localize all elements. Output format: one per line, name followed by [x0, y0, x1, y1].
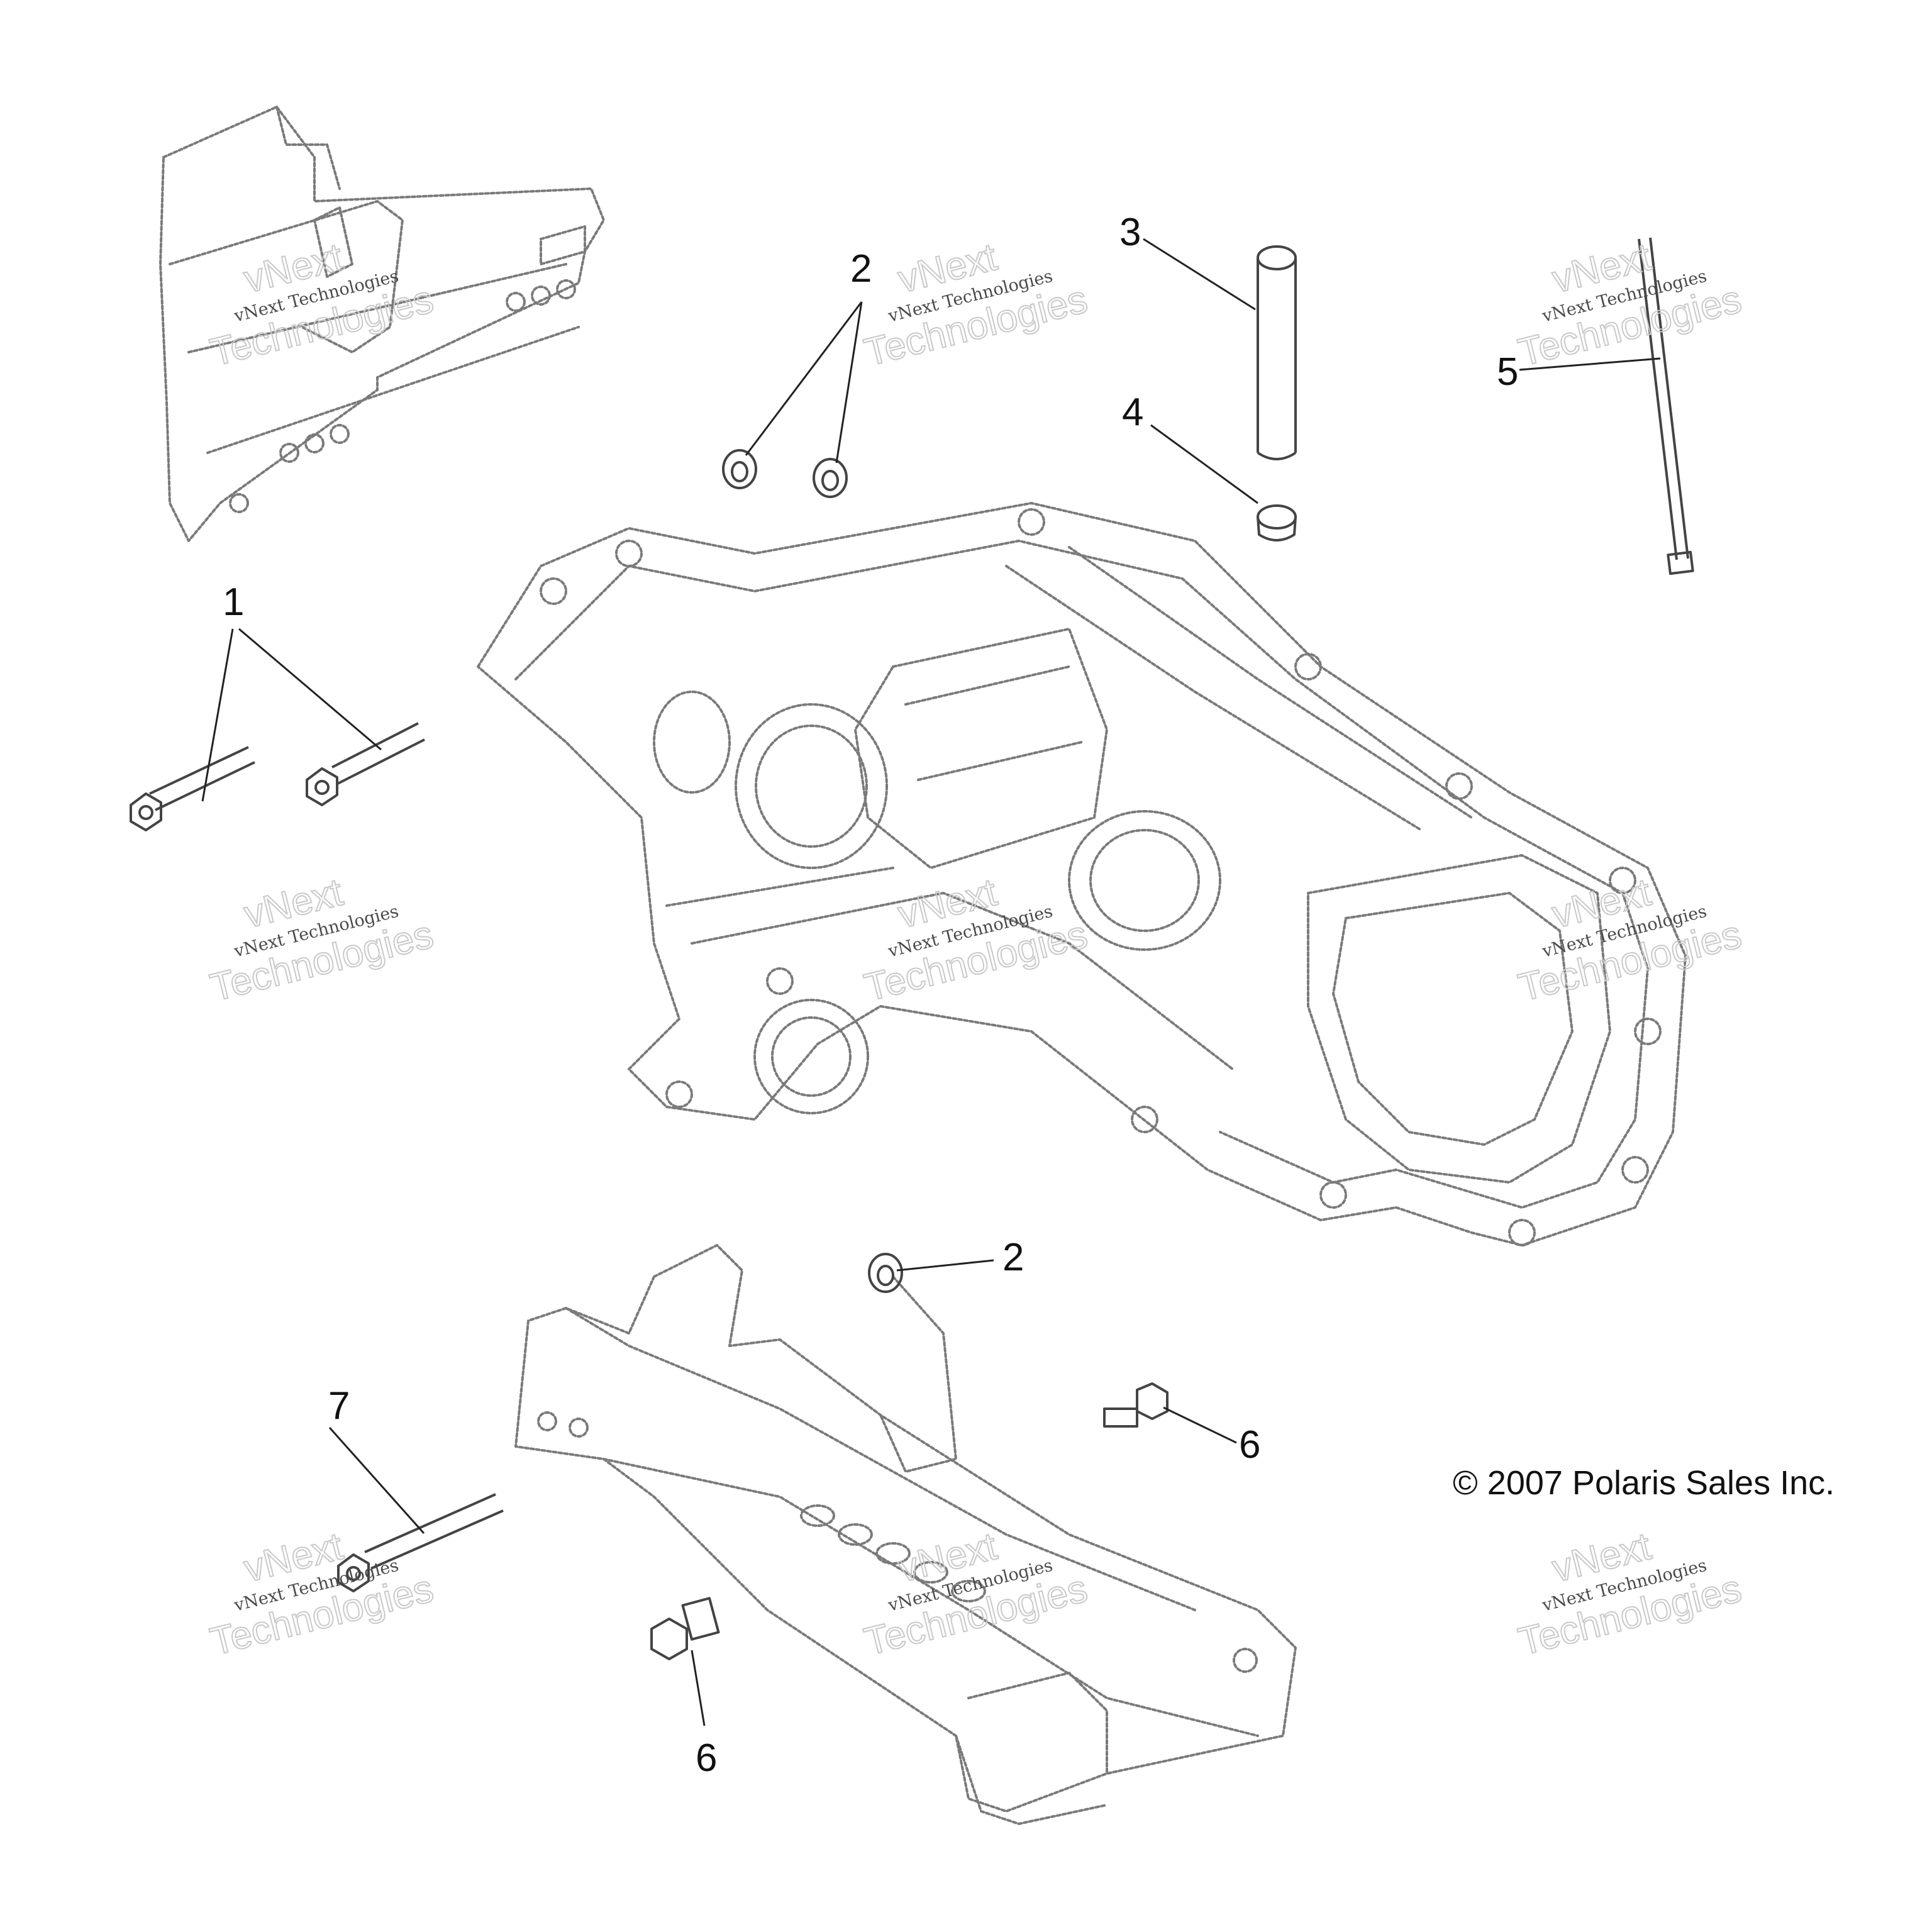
flange-bolt-6b	[650, 1597, 720, 1660]
upper-mount-bracket	[159, 106, 605, 542]
callout-4: 4	[1122, 391, 1143, 434]
callout-6-right: 6	[1239, 1423, 1260, 1467]
watermark-middle-right: vNext vNext Technologies Technologies	[1514, 870, 1746, 1011]
callout-2-upper: 2	[850, 247, 872, 291]
lower-frame-crossmember	[514, 1244, 1297, 1825]
callout-1: 1	[223, 580, 244, 624]
cap-4	[1257, 504, 1297, 541]
watermark-bottom-center: vNext vNext Technologies Technologies	[860, 1524, 1092, 1665]
bolt-1a	[130, 746, 255, 831]
bushing-2b	[813, 458, 848, 498]
callout-2-lower: 2	[1002, 1236, 1024, 1279]
watermark-bottom-left: vNext vNext Technologies Technologies	[206, 1524, 438, 1665]
callout-5: 5	[1497, 350, 1518, 394]
flange-bolt-6a	[1103, 1382, 1169, 1428]
callout-7: 7	[328, 1384, 350, 1428]
leader-lines	[201, 238, 1661, 1726]
watermark-top-right: vNext vNext Technologies Technologies	[1514, 235, 1746, 375]
callout-3: 3	[1119, 211, 1141, 254]
gearcase-housing	[477, 502, 1687, 1246]
bolt-7	[337, 1493, 504, 1592]
watermark-middle-left: vNext vNext Technologies Technologies	[206, 870, 438, 1011]
copyright-notice: © 2007 Polaris Sales Inc.	[1453, 1464, 1835, 1502]
pin-5	[1638, 237, 1694, 575]
watermark-middle-center: vNext vNext Technologies Technologies	[860, 870, 1092, 1011]
bushing-2c	[868, 1253, 903, 1293]
watermark-top-center: vNext vNext Technologies Technologies	[860, 235, 1092, 375]
watermark-bottom-right: vNext vNext Technologies Technologies	[1514, 1524, 1746, 1665]
bushing-2a	[722, 449, 757, 489]
tube-3	[1257, 245, 1297, 460]
callout-6-lower: 6	[696, 1736, 717, 1780]
